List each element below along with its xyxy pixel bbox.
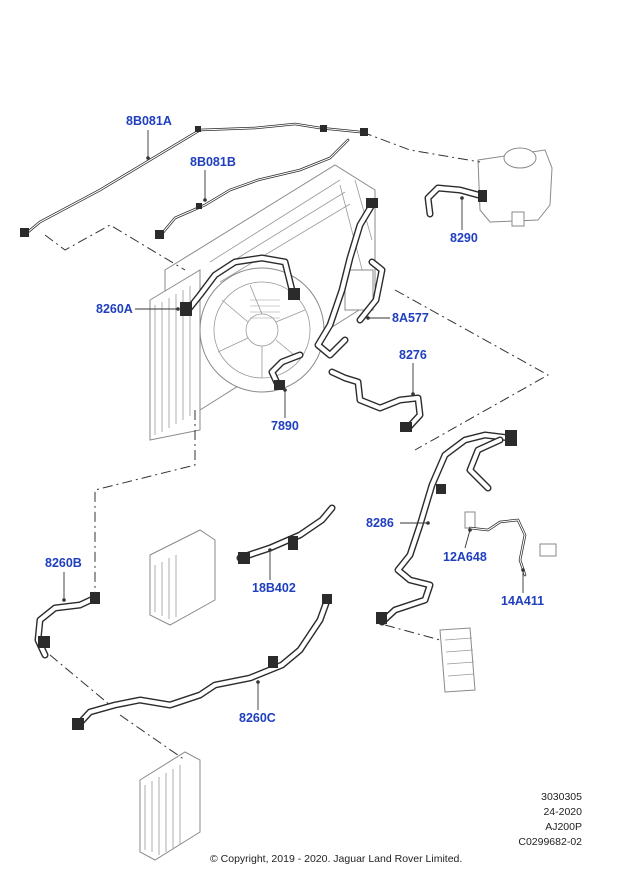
pipe-18b402 <box>236 504 336 564</box>
pipe-8b081b <box>155 138 350 239</box>
hose-8a577 <box>314 198 386 359</box>
callout-12a648: 12A648 <box>443 550 487 564</box>
callout-8b081b: 8B081B <box>190 155 236 169</box>
hose-8276 <box>328 368 424 432</box>
phantom-lines <box>44 131 550 761</box>
callout-14a411: 14A411 <box>501 594 545 608</box>
oil-cooler <box>439 627 476 693</box>
reference-line-1: 3030305 <box>541 791 582 803</box>
callout-8276: 8276 <box>399 348 427 362</box>
leader-lines <box>62 130 525 710</box>
reference-line-2: 24-2020 <box>543 806 582 818</box>
reference-line-4: C0299682-02 <box>518 836 582 848</box>
reference-block: 3030305 24-2020 AJ200P C0299682-02 <box>518 790 582 850</box>
callout-7890: 7890 <box>271 419 299 433</box>
harness-14a411 <box>539 543 557 557</box>
reference-line-3: AJ200P <box>545 821 582 833</box>
auxiliary-radiator <box>139 751 201 861</box>
callout-8260b: 8260B <box>45 556 82 570</box>
callout-8290: 8290 <box>450 231 478 245</box>
callout-8286: 8286 <box>366 516 394 530</box>
hose-8290 <box>424 184 487 218</box>
sensor-12a648 <box>464 511 527 577</box>
hose-8260c <box>72 594 332 730</box>
callout-8b081a: 8B081A <box>126 114 172 128</box>
callout-8a577: 8A577 <box>392 311 429 325</box>
callout-18b402: 18B402 <box>252 581 296 595</box>
hose-8286 <box>376 430 517 626</box>
expansion-tank <box>477 147 553 227</box>
pipe-8b081a <box>20 122 368 237</box>
callout-8260c: 8260C <box>239 711 276 725</box>
charge-air-cooler <box>149 529 216 626</box>
callout-8260a: 8260A <box>96 302 133 316</box>
copyright-notice: © Copyright, 2019 - 2020. Jaguar Land Ro… <box>210 853 463 865</box>
hose-7890 <box>268 351 304 390</box>
hose-8260b <box>34 592 100 659</box>
hose-8260a <box>180 254 300 316</box>
